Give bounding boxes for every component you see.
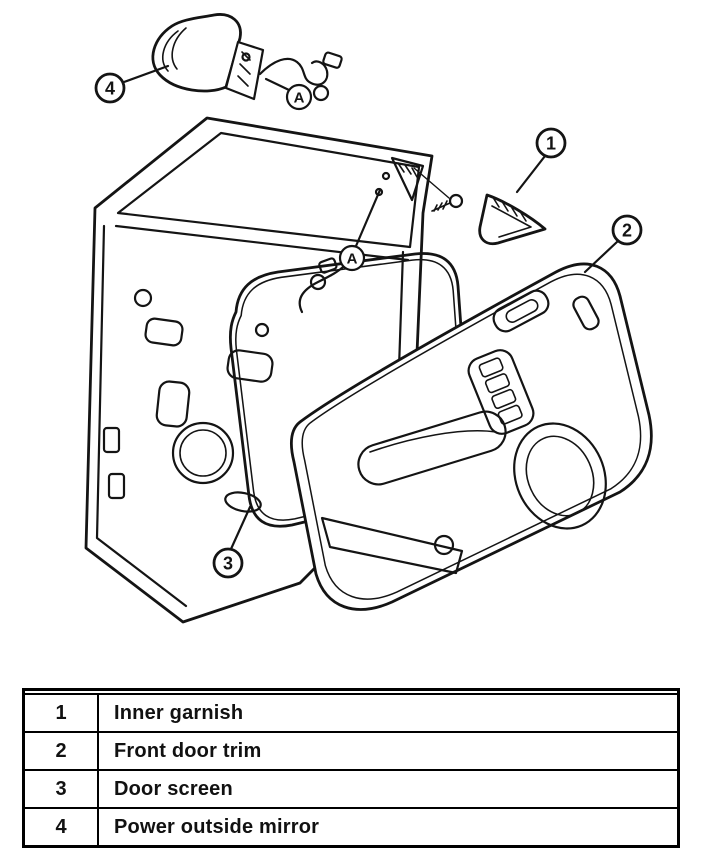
trim-outline [289, 262, 653, 611]
legend-row-number: 2 [25, 733, 99, 769]
point-a-leader [354, 188, 382, 248]
callout-4-leader [122, 64, 170, 84]
switch-panel-outline [467, 349, 535, 435]
door-handle-slot [505, 299, 539, 323]
screw-hole [381, 171, 391, 181]
point-a-circle [285, 83, 313, 111]
point-a-label: A [294, 89, 305, 106]
panel-hole [254, 322, 270, 338]
speaker-inner [525, 435, 595, 517]
harness-ring [312, 84, 330, 102]
legend-row-label: Inner garnish [114, 701, 244, 724]
harness-grommet [309, 273, 327, 291]
legend-row-label: Door screen [114, 777, 233, 800]
point-a-circle [338, 244, 366, 272]
garnish-outline [478, 193, 547, 246]
switch-button [484, 373, 510, 394]
callout-3-leader [229, 505, 252, 551]
legend-row-number: 3 [25, 771, 99, 807]
screw-axis-line [413, 167, 450, 199]
callout-4-number: 4 [105, 78, 115, 98]
callout-1-circle [535, 127, 567, 159]
trim-clip-hole [433, 534, 455, 556]
garnish-screw-head [448, 193, 464, 209]
legend-row: 4 Power outside mirror [25, 809, 677, 845]
legend-table: 1 Inner garnish 2 Front door trim 3 Door… [22, 688, 680, 848]
garnish-inner-line [491, 205, 532, 238]
callout-1-leader [515, 154, 547, 194]
harness-wire [298, 264, 346, 314]
callout-4-circle [94, 72, 126, 104]
front-door-trim [289, 262, 653, 611]
exploded-door-diagram: A A 4 1 2 3 [84, 13, 653, 624]
trim-inner-line [301, 273, 642, 600]
speaker-hole-inner [179, 429, 227, 477]
callout-2-circle [611, 214, 643, 246]
armrest [357, 410, 507, 486]
front-inner-edge [95, 224, 188, 608]
panel-slot [224, 491, 262, 513]
legend-row-number: 1 [25, 695, 99, 731]
callout-2-leader [583, 239, 620, 274]
hatch-lines [397, 162, 418, 178]
pivot-bolt [241, 52, 251, 62]
switch-button [491, 388, 517, 409]
point-a-markers: A A [264, 77, 382, 272]
armrest-inner-line [369, 429, 497, 453]
legend-row: 1 Inner garnish [25, 693, 677, 733]
map-pocket [320, 516, 464, 575]
speaker-outer [513, 422, 607, 530]
point-a-leader [264, 77, 291, 92]
callout-3-circle [212, 547, 244, 579]
callout-1-number: 1 [546, 133, 556, 153]
harness-connector [322, 51, 343, 69]
hatch-lines [493, 198, 527, 222]
legend-row-number: 4 [25, 809, 99, 845]
mirror-glass-edge [162, 27, 187, 72]
legend-row: 3 Door screen [25, 771, 677, 809]
panel-cutout [144, 317, 184, 347]
hinge-bracket [102, 426, 121, 454]
door-handle-bezel [492, 289, 550, 333]
callout-2-number: 2 [622, 220, 632, 240]
pull-handle-slot [572, 295, 600, 331]
speaker-hole [171, 421, 235, 485]
window-opening [116, 131, 421, 249]
legend-row-label: Power outside mirror [114, 815, 320, 838]
mirror-base [224, 40, 265, 101]
panel-hole [133, 288, 153, 308]
panel-cutout [226, 349, 274, 383]
legend-row-label: Front door trim [114, 739, 262, 762]
switch-button [478, 357, 504, 378]
garnish-screw-shaft [431, 200, 451, 212]
speaker-grille [513, 422, 607, 530]
power-outside-mirror [151, 13, 343, 102]
panel-cutout [155, 380, 191, 428]
garnish-mount-triangle [390, 156, 425, 202]
callouts: 4 1 2 3 [94, 64, 643, 579]
inner-garnish [413, 167, 547, 246]
legend-row: 2 Front door trim [25, 733, 677, 771]
point-a-label: A [347, 250, 358, 267]
armrest-outline [357, 410, 507, 486]
hinge-bracket [107, 472, 126, 500]
mirror-harness-wire [258, 57, 329, 86]
callout-3-number: 3 [223, 553, 233, 573]
